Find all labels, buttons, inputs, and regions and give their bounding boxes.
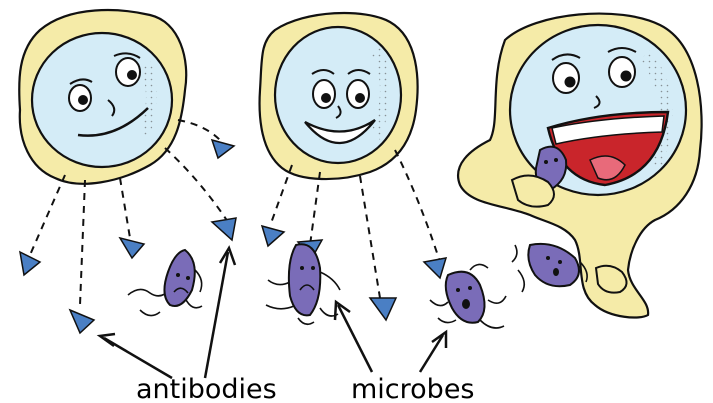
cell-right-eye-left <box>553 63 579 93</box>
antibody-icon <box>212 140 234 158</box>
antibody-icon <box>20 252 40 275</box>
antibody-icon <box>424 258 446 278</box>
antibody-icon <box>120 238 144 258</box>
antibody-icon <box>212 218 236 240</box>
microbe-middle <box>266 244 340 324</box>
white-blood-cell-left <box>19 10 228 305</box>
antibody-icon <box>70 310 94 333</box>
microbe-icon <box>289 244 320 315</box>
antibody-icon <box>370 298 396 320</box>
microbe-left <box>128 250 202 316</box>
microbe-icon <box>528 244 579 286</box>
antibody-icon <box>262 226 284 246</box>
label-arrows <box>100 248 446 378</box>
microbe-icon <box>164 250 194 306</box>
antibodies-label: antibodies <box>136 374 277 403</box>
microbes-label: microbes <box>351 374 475 403</box>
cell-right-eye-right <box>609 57 635 87</box>
microbe-icon <box>446 272 485 323</box>
white-blood-cell-middle <box>260 13 440 298</box>
